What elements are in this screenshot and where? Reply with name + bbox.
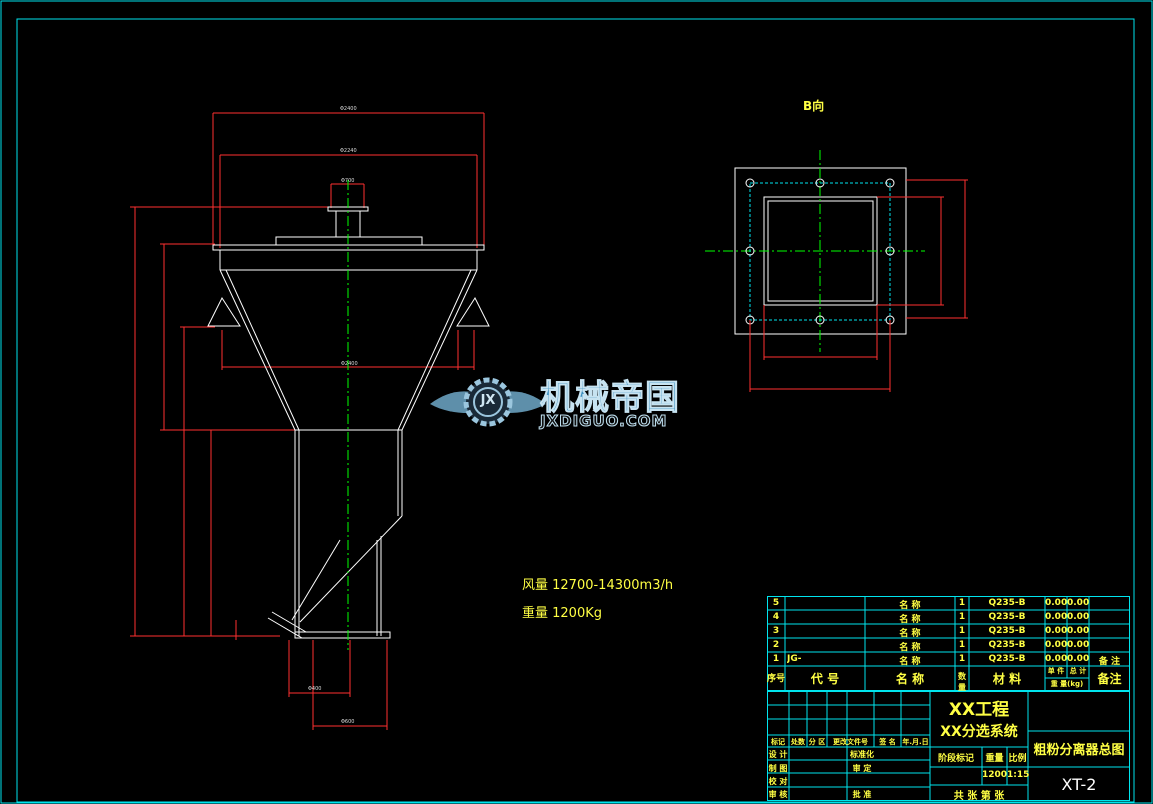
elevation-view: Φ2400 Φ2240 Φ700 Φ2400 Φ400 Φ600	[130, 106, 490, 730]
b-view	[705, 150, 968, 392]
bom-cell-material: Q235-B	[988, 598, 1026, 608]
bom-cell-w2: 0.00	[1067, 654, 1089, 664]
bom-cell-qty: 1	[958, 598, 966, 608]
svg-text:Φ700: Φ700	[341, 178, 354, 184]
standard-label: 标准化	[850, 750, 874, 759]
body-outline	[207, 206, 490, 639]
bom-header-code: 代 号	[810, 672, 840, 686]
bom-header-w1: 单 件	[1047, 667, 1065, 675]
winged-gear-icon	[430, 377, 546, 427]
bom-header-weight: 重 量(kg)	[1050, 680, 1084, 688]
check-label: 校 对	[768, 777, 788, 786]
scale-value: 1:15	[1007, 770, 1030, 780]
bom-cell-w2: 0.00	[1067, 640, 1089, 650]
watermark-en: JXDIGUO.COM	[539, 412, 668, 431]
bom-cell-name: 名 称	[899, 643, 921, 653]
draw-label: 制 图	[768, 764, 788, 773]
svg-text:Φ2400: Φ2400	[340, 106, 357, 112]
bom-header-w2: 总 计	[1069, 667, 1087, 675]
rev-col-date: 年.月.日	[902, 738, 929, 746]
bom-cell-no: 4	[772, 612, 780, 622]
weight-value: 1200	[982, 770, 1008, 780]
scale-label: 比例	[1008, 754, 1027, 764]
svg-text:Φ2240: Φ2240	[340, 148, 357, 154]
system-name: XX分选系统	[940, 724, 1018, 740]
bom-header-no: 序号	[767, 674, 786, 684]
bom-cell-w1: 0.00	[1045, 626, 1067, 636]
dimension-texts: Φ2400 Φ2240 Φ700 Φ2400 Φ400 Φ600	[308, 106, 358, 725]
review-label: 审 核	[768, 790, 788, 799]
bom-cell-w1: 0.00	[1045, 640, 1067, 650]
bom-cell-w2: 0.00	[1067, 626, 1089, 636]
rev-col-mark: 标记	[771, 738, 785, 746]
bom-cell-material: Q235-B	[988, 654, 1026, 664]
bom-cell-code: JG-	[787, 654, 802, 664]
weight-note: 重量 1200Kg	[522, 606, 602, 621]
bom-header-qty: 数量	[958, 672, 966, 692]
bom-header-name: 名 称	[895, 672, 925, 686]
bom-cell-name: 名 称	[899, 657, 921, 667]
watermark: JX 机械帝国 JXDIGUO.COM	[428, 368, 728, 438]
drawing-name: 粗粉分离器总图	[1033, 743, 1125, 758]
sheet-text: 共 张 第 张	[953, 791, 1005, 802]
bom-cell-material: Q235-B	[988, 612, 1026, 622]
bom-cell-qty: 1	[958, 640, 966, 650]
inner-frame	[16, 18, 1135, 803]
bom-header-material: 材 料	[992, 672, 1022, 686]
bom-cell-no: 5	[772, 598, 780, 608]
bom-cell-name: 名 称	[899, 615, 921, 625]
bom-cell-no: 3	[772, 626, 780, 636]
b-view-label: B向	[803, 99, 825, 113]
bom-header-note: 备注	[1097, 672, 1122, 686]
design-label: 设 计	[768, 750, 788, 759]
audit-label: 审 定	[852, 764, 872, 773]
bom-cell-w2: 0.00	[1067, 598, 1089, 608]
weight-label: 重量	[985, 754, 1004, 764]
bom-header: 序号 代 号 名 称 数量 材 料 单 件 总 计 重 量(kg) 备注	[767, 666, 1130, 692]
watermark-logo-letters: JX	[480, 393, 496, 408]
bom-cell-w1: 0.00	[1045, 654, 1067, 664]
revision-headers: 标记 处数 分 区 更改文件号 签 名 年.月.日	[767, 737, 930, 747]
bom-cell-material: Q235-B	[988, 640, 1026, 650]
bom-cell-qty: 1	[958, 626, 966, 636]
rev-col-zone: 分 区	[808, 738, 826, 746]
svg-text:Φ400: Φ400	[308, 686, 321, 692]
bom-cell-qty: 1	[958, 612, 966, 622]
bom-cell-no: 2	[772, 640, 780, 650]
watermark-cn: 机械帝国	[540, 378, 680, 419]
bom-cell-note: 备 注	[1098, 657, 1121, 667]
rev-col-count: 处数	[791, 738, 805, 746]
approve-label: 批 准	[852, 790, 872, 799]
svg-text:Φ600: Φ600	[341, 719, 354, 725]
bom-cell-name: 名 称	[899, 629, 921, 639]
bom-cell-w1: 0.00	[1045, 612, 1067, 622]
project-name: XX工程	[948, 700, 1010, 720]
bom-cell-w1: 0.00	[1045, 598, 1067, 608]
rev-col-file: 更改文件号	[833, 738, 868, 746]
bom-cell-material: Q235-B	[988, 626, 1026, 636]
bom-cell-w2: 0.00	[1067, 612, 1089, 622]
stage-label: 阶段标记	[937, 754, 974, 764]
drawing-number: XT-2	[1061, 775, 1097, 794]
bom-cell-no: 1	[772, 654, 780, 664]
bom-cell-qty: 1	[958, 654, 966, 664]
title-block: XX工程 XX分选系统 粗粉分离器总图 XT-2 阶段标记 重量 比例 1200…	[767, 691, 1130, 802]
bom-cell-name: 名 称	[899, 601, 921, 611]
airflow-note: 风量 12700-14300m3/h	[522, 578, 674, 593]
rev-col-sign: 签 名	[879, 738, 896, 746]
svg-text:Φ2400: Φ2400	[341, 361, 358, 367]
